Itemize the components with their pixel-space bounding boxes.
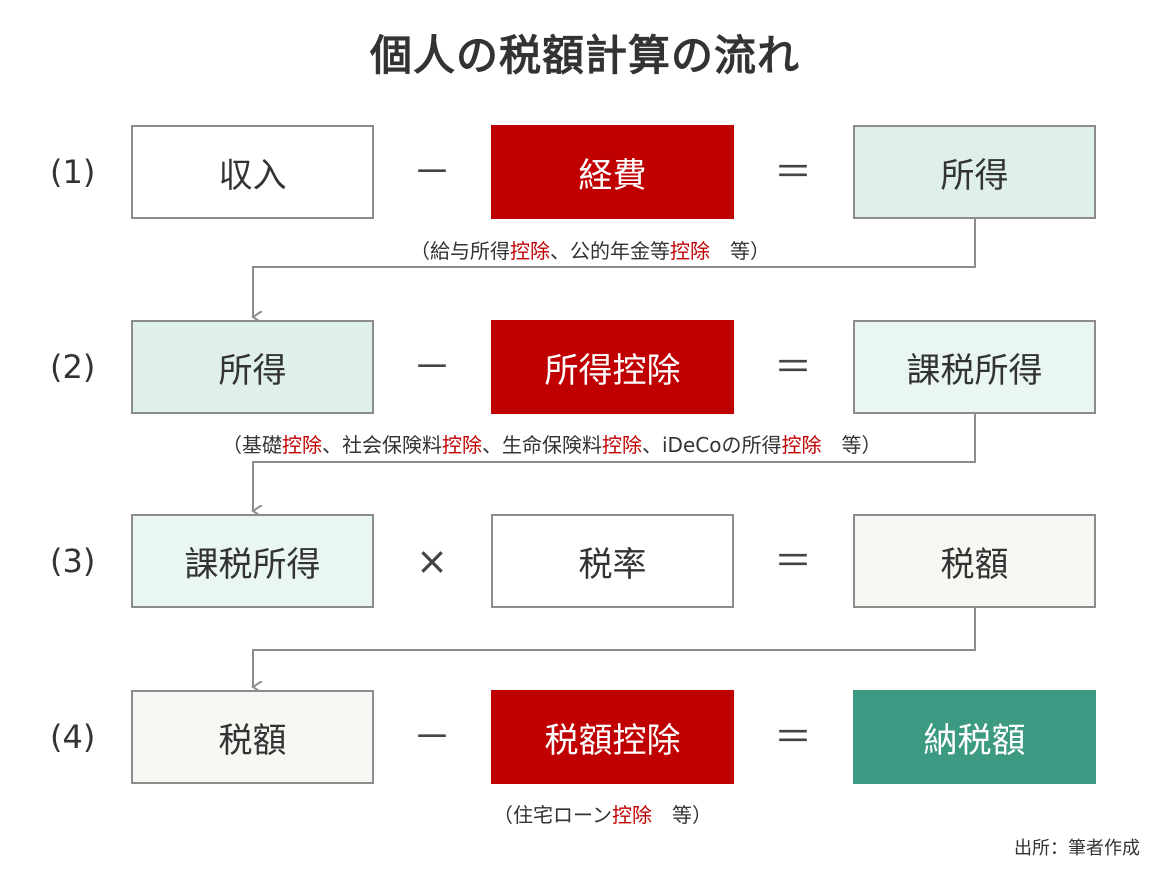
row-label-3: (3) (50, 542, 96, 580)
operator-equals-4: ＝ (773, 715, 812, 759)
connector-arrow-2 (253, 413, 976, 511)
connector-arrow-3 (253, 608, 976, 687)
row-label-1: (1) (50, 153, 96, 191)
box-income-2: 所得 (131, 320, 374, 414)
row-label-2: (2) (50, 348, 96, 386)
box-tax-payable: 納税額 (853, 690, 1096, 784)
operator-equals-2: ＝ (773, 345, 812, 389)
operator-minus-2: － (412, 345, 451, 389)
operator-equals-1: ＝ (773, 150, 812, 194)
box-taxable-income: 課税所得 (853, 320, 1096, 414)
box-taxable-income-2: 課税所得 (131, 514, 374, 608)
connector-arrow-1 (253, 219, 976, 317)
note-row-2: （基礎控除、社会保険料控除、生命保険料控除、iDeCoの所得控除 等） (222, 433, 882, 457)
operator-equals-3: ＝ (773, 539, 812, 583)
operator-minus-1: － (412, 150, 451, 194)
box-income-deductions: 所得控除 (491, 320, 734, 414)
box-tax-amount: 税額 (853, 514, 1096, 608)
box-tax-credits: 税額控除 (491, 690, 734, 784)
box-income-result: 所得 (853, 125, 1096, 219)
diagram-title: 個人の税額計算の流れ (369, 31, 800, 80)
operator-times: × (416, 539, 448, 583)
note-row-4: （住宅ローン控除 等） (493, 803, 712, 827)
source-credit: 出所：筆者作成 (1014, 838, 1140, 859)
operator-minus-4: － (412, 715, 451, 759)
row-label-4: (4) (50, 718, 96, 756)
box-tax-amount-2: 税額 (131, 690, 374, 784)
box-income: 収入 (131, 125, 374, 219)
box-tax-rate: 税率 (491, 514, 734, 608)
box-expenses: 経費 (491, 125, 734, 219)
note-row-1: （給与所得控除、公的年金等控除 等） (410, 239, 770, 263)
